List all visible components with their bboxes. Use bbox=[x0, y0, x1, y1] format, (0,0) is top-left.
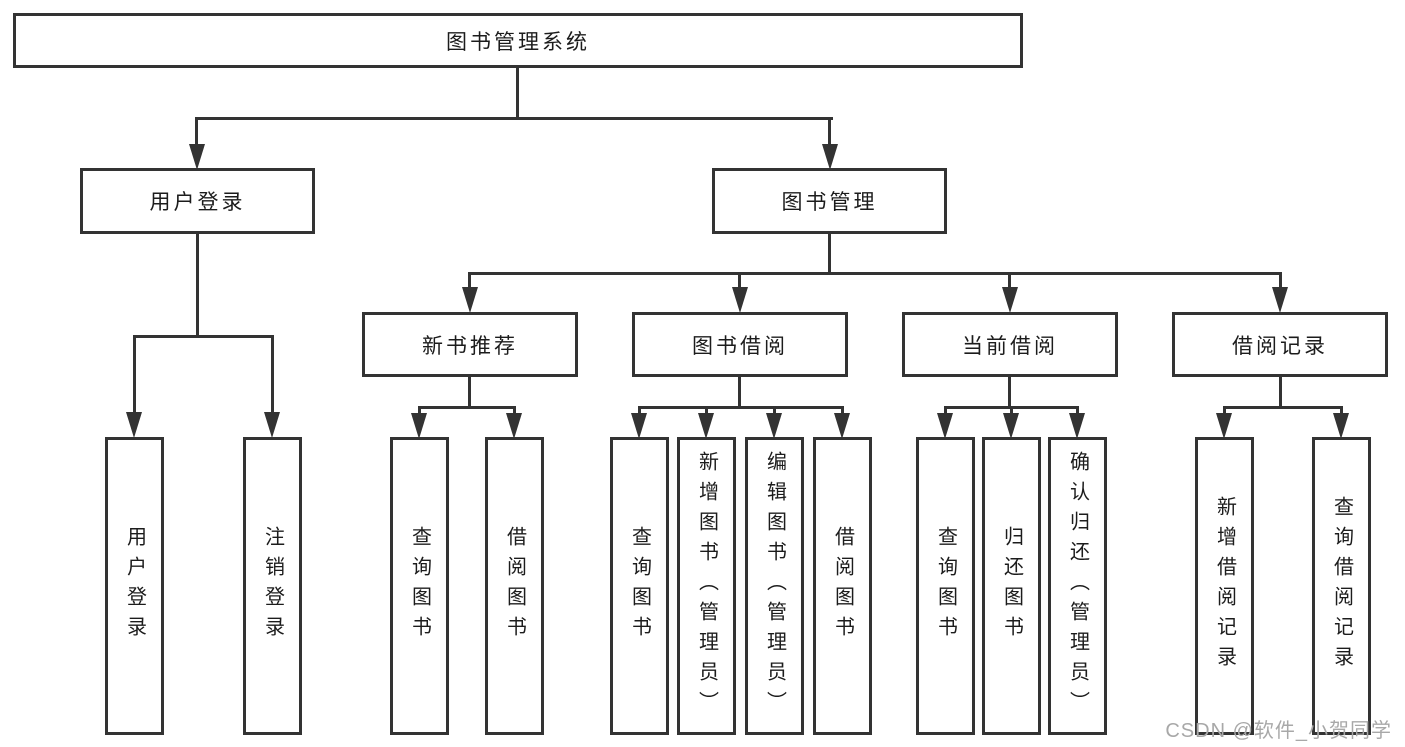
connector-root-drop-left bbox=[195, 117, 198, 147]
connector-current-drop-1 bbox=[944, 406, 947, 416]
leaf-logout: 注销登录 bbox=[243, 437, 302, 735]
connector-borrowing-vline bbox=[738, 377, 741, 408]
connector-bookmgmt-drop-4 bbox=[1279, 272, 1282, 290]
arrow-down-borrowing-records bbox=[1272, 287, 1288, 313]
arrow-down-leaf-logout bbox=[264, 412, 280, 438]
arrow-down-edit-book-admin bbox=[766, 413, 782, 439]
leaf-add-borrow-record-label: 新增借阅记录 bbox=[1213, 496, 1236, 676]
arrow-down-return-books bbox=[1003, 413, 1019, 439]
connector-current-drop-3 bbox=[1076, 406, 1079, 416]
arrow-down-confirm-return-admin bbox=[1069, 413, 1085, 439]
arrow-down-current-borrowing bbox=[1002, 287, 1018, 313]
connector-recommend-vline bbox=[468, 377, 471, 408]
leaf-confirm-return-admin-label: 确认归还（管理员） bbox=[1066, 451, 1089, 721]
connector-userlogin-drop-2 bbox=[271, 335, 274, 415]
arrow-down-add-borrow-record bbox=[1216, 413, 1232, 439]
leaf-add-book-admin: 新增图书（管理员） bbox=[677, 437, 736, 735]
connector-bookmgmt-drop-3 bbox=[1008, 272, 1011, 290]
connector-userlogin-drop-1 bbox=[133, 335, 136, 415]
leaf-logout-label: 注销登录 bbox=[261, 526, 284, 646]
leaf-recommend-borrow-books-label: 借阅图书 bbox=[503, 526, 526, 646]
leaf-return-books: 归还图书 bbox=[982, 437, 1041, 735]
connector-borrowing-drop-4 bbox=[841, 406, 844, 416]
leaf-confirm-return-admin: 确认归还（管理员） bbox=[1048, 437, 1107, 735]
node-library-management-system: 图书管理系统 bbox=[13, 13, 1023, 68]
connector-current-vline bbox=[1008, 377, 1011, 408]
leaf-borrowing-borrow-books: 借阅图书 bbox=[813, 437, 872, 735]
arrow-down-recommend-query-books bbox=[411, 413, 427, 439]
connector-userlogin-vline bbox=[196, 234, 199, 337]
connector-bookmgmt-drop-1 bbox=[468, 272, 471, 290]
connector-records-drop-1 bbox=[1223, 406, 1226, 416]
connector-recommend-hline bbox=[418, 406, 515, 409]
leaf-recommend-query-books-label: 查询图书 bbox=[408, 526, 431, 646]
connector-borrowing-drop-1 bbox=[638, 406, 641, 416]
node-current-borrowing: 当前借阅 bbox=[902, 312, 1118, 377]
connector-current-drop-2 bbox=[1010, 406, 1013, 416]
connector-recommend-drop-1 bbox=[418, 406, 421, 416]
arrow-down-add-book-admin bbox=[698, 413, 714, 439]
node-user-login: 用户登录 bbox=[80, 168, 315, 234]
leaf-add-borrow-record: 新增借阅记录 bbox=[1195, 437, 1254, 735]
leaf-query-borrow-record: 查询借阅记录 bbox=[1312, 437, 1371, 735]
arrow-down-leaf-user-login bbox=[126, 412, 142, 438]
watermark-text: CSDN @软件_小贺同学 bbox=[1165, 720, 1392, 742]
leaf-user-login: 用户登录 bbox=[105, 437, 164, 735]
connector-borrowing-hline bbox=[638, 406, 844, 409]
arrow-down-current-query-books bbox=[937, 413, 953, 439]
leaf-edit-book-admin: 编辑图书（管理员） bbox=[745, 437, 804, 735]
connector-records-hline bbox=[1223, 406, 1343, 409]
leaf-query-borrow-record-label: 查询借阅记录 bbox=[1330, 496, 1353, 676]
arrow-down-new-book-recommendation bbox=[462, 287, 478, 313]
leaf-recommend-query-books: 查询图书 bbox=[390, 437, 449, 735]
connector-recommend-drop-2 bbox=[513, 406, 516, 416]
arrow-down-user-login bbox=[189, 144, 205, 170]
node-borrowing-records: 借阅记录 bbox=[1172, 312, 1388, 377]
leaf-current-query-books: 查询图书 bbox=[916, 437, 975, 735]
connector-root-hline bbox=[196, 117, 833, 120]
connector-bookmgmt-hline bbox=[468, 272, 1282, 275]
connector-records-drop-2 bbox=[1340, 406, 1343, 416]
arrow-down-query-borrow-record bbox=[1333, 413, 1349, 439]
connector-borrowing-drop-3 bbox=[773, 406, 776, 416]
node-new-book-recommendation: 新书推荐 bbox=[362, 312, 578, 377]
node-book-borrowing: 图书借阅 bbox=[632, 312, 848, 377]
leaf-borrowing-borrow-books-label: 借阅图书 bbox=[831, 526, 854, 646]
connector-root-vline bbox=[516, 68, 519, 119]
arrow-down-borrowing-borrow-books bbox=[834, 413, 850, 439]
leaf-user-login-label: 用户登录 bbox=[123, 526, 146, 646]
connector-records-vline bbox=[1279, 377, 1282, 408]
leaf-borrowing-query-books: 查询图书 bbox=[610, 437, 669, 735]
leaf-recommend-borrow-books: 借阅图书 bbox=[485, 437, 544, 735]
connector-userlogin-hline bbox=[133, 335, 274, 338]
connector-bookmgmt-drop-2 bbox=[738, 272, 741, 290]
arrow-down-book-borrowing bbox=[732, 287, 748, 313]
arrow-down-book-management bbox=[822, 144, 838, 170]
leaf-add-book-admin-label: 新增图书（管理员） bbox=[695, 451, 718, 721]
connector-root-drop-right bbox=[828, 117, 831, 147]
node-book-management: 图书管理 bbox=[712, 168, 947, 234]
leaf-current-query-books-label: 查询图书 bbox=[934, 526, 957, 646]
leaf-return-books-label: 归还图书 bbox=[1000, 526, 1023, 646]
leaf-borrowing-query-books-label: 查询图书 bbox=[628, 526, 651, 646]
arrow-down-recommend-borrow-books bbox=[506, 413, 522, 439]
connector-borrowing-drop-2 bbox=[705, 406, 708, 416]
connector-bookmgmt-vline bbox=[828, 234, 831, 274]
arrow-down-borrowing-query-books bbox=[631, 413, 647, 439]
leaf-edit-book-admin-label: 编辑图书（管理员） bbox=[763, 451, 786, 721]
